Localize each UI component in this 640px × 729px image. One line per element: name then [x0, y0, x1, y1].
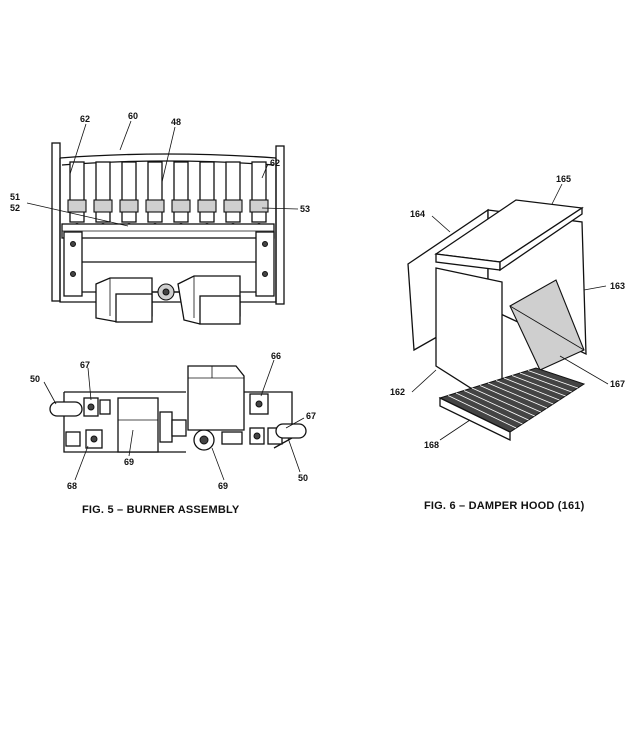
- label-68: 68: [67, 481, 77, 491]
- burner-port: [171, 199, 191, 213]
- burner-assembly-drawing: [51, 142, 285, 325]
- burner-port: [223, 199, 243, 213]
- label-51: 51: [10, 192, 20, 202]
- leader-lines-fig6: [411, 183, 609, 441]
- burner-port: [93, 199, 113, 213]
- grate-bar: [487, 382, 548, 409]
- burner-port: [119, 199, 139, 213]
- grate-bar: [527, 370, 578, 389]
- grate-bar: [511, 375, 566, 397]
- label-50-left: 50: [30, 374, 40, 384]
- burner-tube: [225, 161, 241, 223]
- burner-top-view-drawing: [49, 365, 307, 453]
- grate-bar: [455, 392, 523, 425]
- grate-bar: [503, 377, 560, 401]
- burner-tube: [173, 161, 189, 223]
- burner-port: [67, 199, 87, 213]
- label-62-right: 62: [270, 158, 280, 168]
- burner-port: [145, 199, 165, 213]
- fig6-caption: FIG. 6 – DAMPER HOOD (161): [424, 500, 585, 512]
- damper-hood-drawing: [407, 199, 587, 442]
- label-62-left: 62: [80, 114, 90, 124]
- leader-lines-bottom: [43, 359, 305, 481]
- burner-tube: [121, 161, 137, 223]
- label-69-right: 69: [218, 481, 228, 491]
- label-67-left: 67: [80, 360, 90, 370]
- burner-port: [197, 199, 217, 213]
- burner-tube: [251, 161, 267, 223]
- grate-bar: [495, 380, 554, 405]
- burner-tube: [95, 161, 111, 223]
- label-69-left: 69: [124, 457, 134, 467]
- burner-tube: [199, 161, 215, 223]
- label-50-right: 50: [298, 473, 308, 483]
- label-167: 167: [610, 379, 625, 389]
- label-66: 66: [271, 351, 281, 361]
- label-67-right: 67: [306, 411, 316, 421]
- label-53: 53: [300, 204, 310, 214]
- label-164: 164: [410, 209, 425, 219]
- label-60: 60: [128, 111, 138, 121]
- grate: [447, 370, 578, 429]
- grate-bar: [447, 395, 517, 429]
- burner-row: [67, 161, 269, 229]
- grate-bar: [471, 387, 535, 417]
- label-168: 168: [424, 440, 439, 450]
- burner-port: [249, 199, 269, 213]
- grate-bar: [519, 372, 572, 393]
- leader-lines-top: [26, 120, 299, 227]
- burner-tube: [147, 161, 163, 223]
- label-165: 165: [556, 174, 571, 184]
- label-48: 48: [171, 117, 181, 127]
- grate-bar: [479, 385, 541, 413]
- label-163: 163: [610, 281, 625, 291]
- label-52: 52: [10, 203, 20, 213]
- grate-bar: [463, 390, 529, 421]
- label-162: 162: [390, 387, 405, 397]
- fig5-caption: FIG. 5 – BURNER ASSEMBLY: [82, 504, 240, 516]
